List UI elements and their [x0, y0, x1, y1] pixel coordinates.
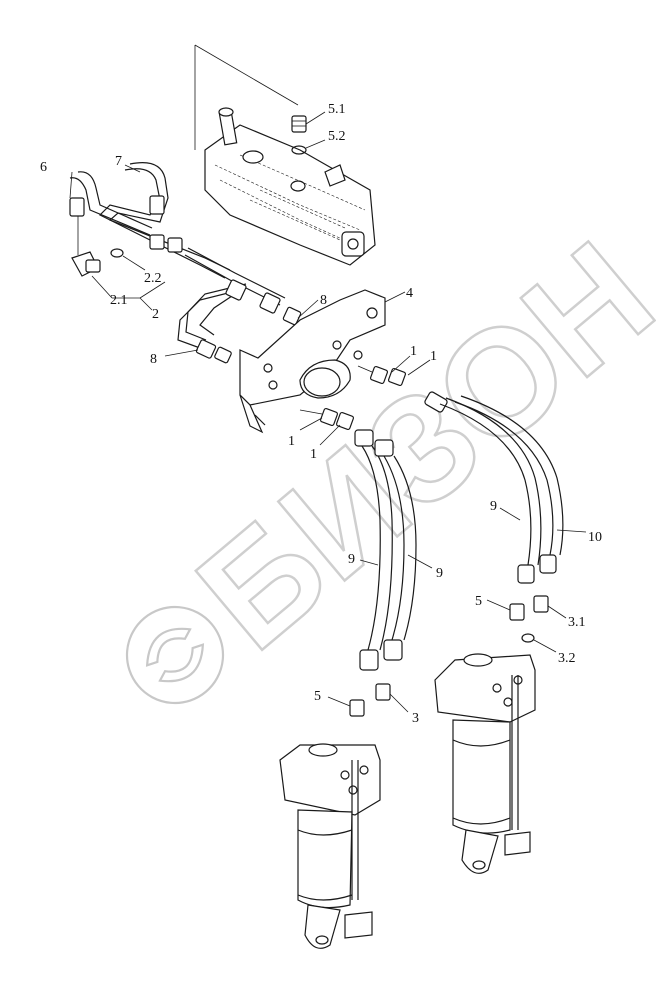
fittings-near-valve: [149, 234, 183, 253]
callout-4: 4: [406, 286, 413, 301]
hydraulic-cylinder-right: [434, 653, 536, 874]
nuts-1-left: [299, 407, 355, 431]
callout-2-2: 2.2: [144, 271, 162, 286]
callout-8-upper: 8: [320, 293, 327, 308]
callout-5-left: 5: [314, 689, 321, 704]
tube-6: [69, 171, 153, 255]
callout-3-2: 3.2: [558, 651, 576, 666]
hose-right-10: [454, 395, 564, 574]
callout-2-1: 2.1: [110, 293, 128, 308]
callout-10: 10: [588, 530, 602, 545]
hose-left-9a: [354, 429, 393, 671]
callout-9-left-b: 9: [436, 566, 443, 581]
callout-2: 2: [152, 307, 159, 322]
hose-right-9: [424, 391, 542, 584]
leader-lines: [69, 164, 587, 713]
callout-6: 6: [40, 160, 47, 175]
fittings-3-5-left: [349, 683, 391, 717]
callout-labels: 5.1 5.2 6 7 2.2 2.1 2 4 8 8 1 1 1 1 9 9 …: [40, 102, 602, 726]
watermark-logo-icon: [125, 605, 225, 705]
pipe-bundle: [177, 247, 302, 364]
callout-3: 3: [412, 711, 419, 726]
callout-5-2: 5.2: [328, 129, 346, 144]
elbow-fitting-2-1: [71, 251, 101, 277]
callout-1-d: 1: [310, 447, 317, 462]
callout-1-c: 1: [288, 434, 295, 449]
tube-7: [98, 162, 231, 279]
control-valve-block: [194, 44, 376, 266]
fittings-3-1-5-right: [509, 595, 549, 643]
callout-9-right: 9: [490, 499, 497, 514]
hydraulic-cylinder-left: [279, 743, 381, 949]
callout-1-a: 1: [410, 344, 417, 359]
callout-5-right: 5: [475, 594, 482, 609]
o-ring-5-2: [291, 139, 326, 155]
callout-3-1: 3.1: [568, 615, 586, 630]
fitting-5-1: [291, 111, 326, 133]
callout-1-b: 1: [430, 349, 437, 364]
o-ring-2-2: [110, 248, 124, 258]
bracket-4: [239, 289, 386, 434]
callout-7: 7: [115, 154, 122, 169]
hose-left-9b: [374, 439, 417, 661]
nuts-1-right: [357, 365, 407, 387]
callout-9-left-a: 9: [348, 552, 355, 567]
callout-8-lower: 8: [150, 352, 157, 367]
callout-5-1: 5.1: [328, 102, 346, 117]
